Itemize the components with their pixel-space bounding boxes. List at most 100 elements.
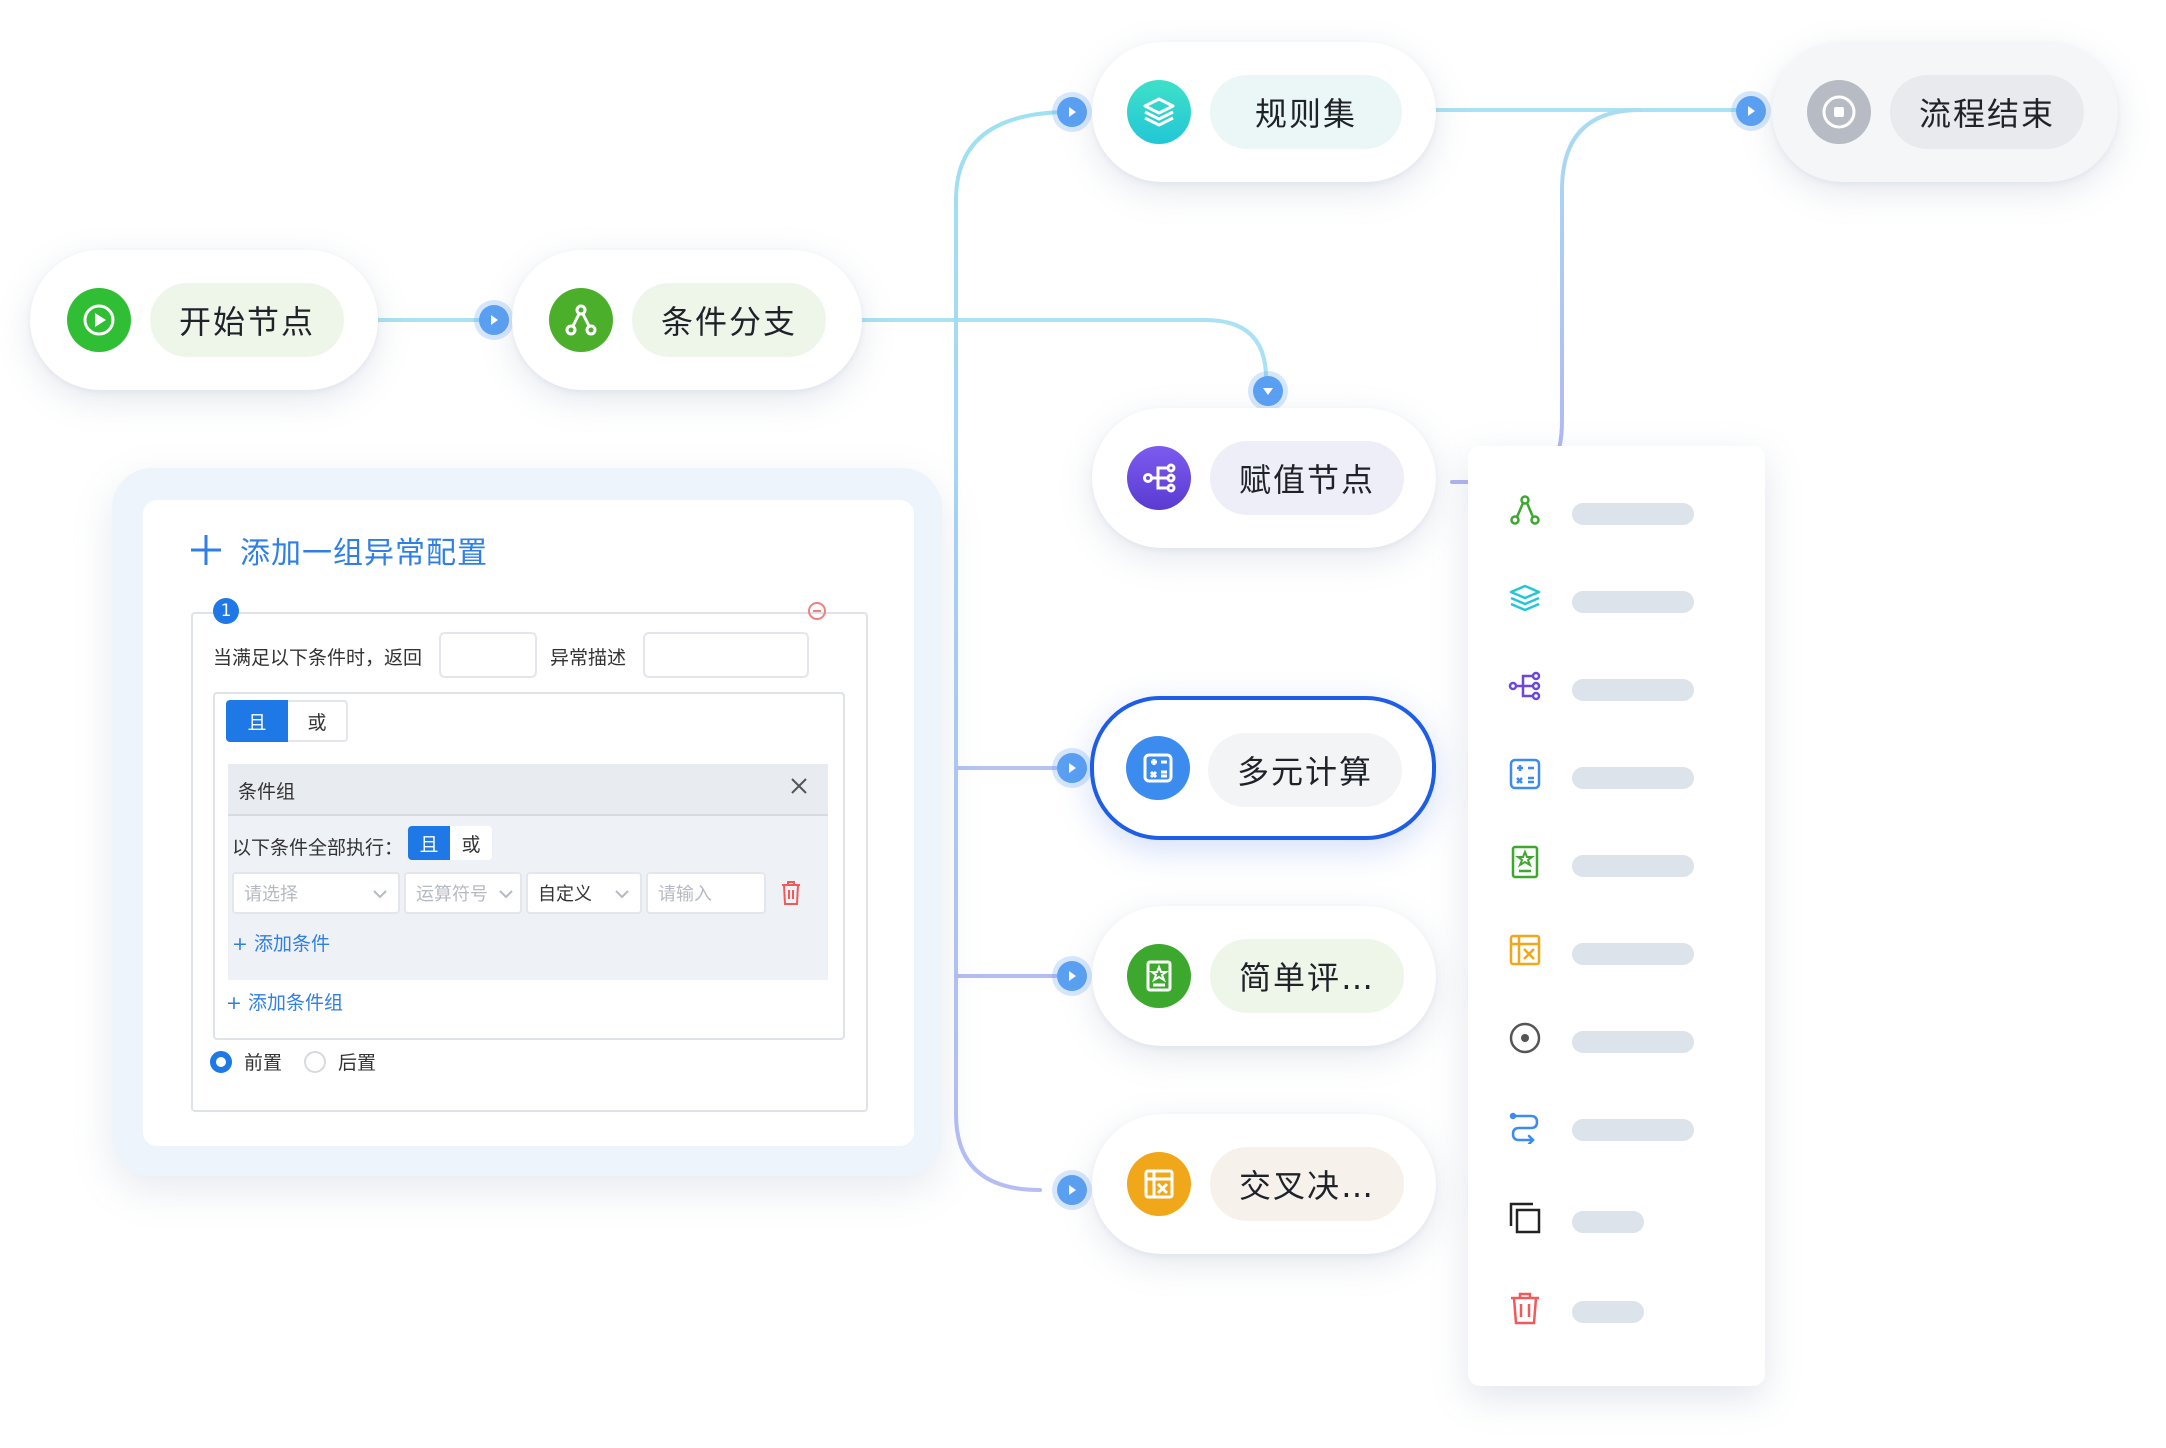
menu-item-placeholder — [1572, 503, 1694, 525]
menu-item-placeholder — [1572, 855, 1694, 877]
node-label: 交叉决… — [1210, 1147, 1404, 1221]
before-label: 前置 — [244, 1052, 283, 1074]
menu-item-placeholder — [1572, 591, 1694, 613]
radio-checked-icon — [210, 1050, 232, 1073]
node-label: 多元计算 — [1208, 733, 1402, 807]
trash-icon[interactable] — [780, 880, 802, 906]
group-index-badge: 1 — [213, 598, 239, 624]
field-select[interactable]: 请选择 — [232, 872, 400, 914]
route-icon — [1505, 1106, 1545, 1146]
stop-icon — [1505, 1018, 1545, 1058]
or-toggle[interactable]: 或 — [288, 700, 348, 742]
exception-desc-label: 异常描述 — [550, 647, 627, 669]
add-condition-group-button[interactable]: + 添加条件组 — [226, 988, 343, 1015]
return-value-input[interactable] — [439, 632, 537, 678]
node-label: 规则集 — [1210, 75, 1402, 149]
operator-select-placeholder: 运算符号 — [416, 884, 488, 905]
value-input[interactable]: 请输入 — [646, 872, 766, 914]
node-label: 简单评… — [1210, 939, 1404, 1013]
node-start[interactable]: 开始节点 — [30, 250, 378, 390]
branch-icon — [1505, 490, 1545, 530]
assign-icon — [1505, 666, 1545, 706]
inner-and-toggle[interactable]: 且 — [408, 826, 450, 860]
group-index: 1 — [220, 601, 232, 621]
port-simple-eval-in[interactable] — [1057, 961, 1087, 991]
copy-icon — [1505, 1198, 1545, 1238]
wire-branch-assign — [860, 318, 1268, 380]
add-condition-button[interactable]: + 添加条件 — [232, 929, 330, 956]
chevron-down-icon — [499, 890, 513, 899]
menu-item-multicalc[interactable] — [1505, 754, 1705, 794]
remove-group-icon[interactable] — [806, 600, 828, 622]
play-icon — [67, 288, 131, 352]
scorecard-icon — [1505, 842, 1545, 882]
menu-item-placeholder — [1572, 1301, 1644, 1323]
port-assign-in[interactable] — [1253, 376, 1283, 406]
cross-decision-icon — [1127, 1152, 1191, 1216]
assign-icon — [1127, 446, 1191, 510]
menu-item-cross-decision[interactable] — [1505, 930, 1705, 970]
cross-decision-icon — [1505, 930, 1545, 970]
layers-icon — [1127, 80, 1191, 144]
add-condition-group-label: 添加条件组 — [247, 992, 343, 1014]
calculator-icon — [1126, 736, 1190, 800]
chevron-down-icon — [615, 890, 629, 899]
layers-icon — [1505, 578, 1545, 618]
menu-item-delete[interactable] — [1505, 1288, 1705, 1328]
trash-icon — [1505, 1288, 1545, 1328]
close-icon[interactable] — [787, 774, 811, 798]
port-ruleset-in[interactable] — [1057, 97, 1087, 127]
position-before-radio[interactable]: 前置 — [210, 1048, 282, 1075]
menu-item-route[interactable] — [1505, 1106, 1705, 1146]
field-select-placeholder: 请选择 — [244, 884, 298, 905]
menu-item-simple-eval[interactable] — [1505, 842, 1705, 882]
node-label: 条件分支 — [632, 283, 826, 357]
menu-item-placeholder — [1572, 1119, 1694, 1141]
inner-and-label: 且 — [419, 833, 439, 856]
port-end-in[interactable] — [1736, 96, 1766, 126]
add-group-label: 添加一组异常配置 — [240, 536, 488, 571]
and-toggle[interactable]: 且 — [226, 700, 288, 742]
inner-or-label: 或 — [461, 833, 481, 856]
node-label: 开始节点 — [150, 283, 344, 357]
menu-item-branch[interactable] — [1505, 490, 1705, 530]
node-branch[interactable]: 条件分支 — [512, 250, 862, 390]
after-label: 后置 — [338, 1052, 377, 1074]
value-type-value: 自定义 — [538, 884, 592, 905]
node-assign[interactable]: 赋值节点 — [1092, 408, 1436, 548]
node-multicalc[interactable]: 多元计算 — [1090, 696, 1436, 840]
menu-item-placeholder — [1572, 1211, 1644, 1233]
plus-icon: + — [226, 992, 248, 1014]
menu-item-placeholder — [1572, 1031, 1694, 1053]
port-multicalc-in[interactable] — [1057, 753, 1087, 783]
node-cross-decision[interactable]: 交叉决… — [1092, 1114, 1436, 1254]
plus-icon: + — [232, 933, 254, 955]
scorecard-icon — [1127, 944, 1191, 1008]
exception-desc-input[interactable] — [643, 632, 809, 678]
condition-group-header — [228, 764, 828, 816]
calculator-icon — [1505, 754, 1545, 794]
position-after-radio[interactable]: 后置 — [304, 1048, 376, 1075]
add-exception-group-button[interactable]: 添加一组异常配置 — [188, 528, 488, 572]
node-end[interactable]: 流程结束 — [1772, 42, 2118, 182]
node-label: 流程结束 — [1890, 75, 2084, 149]
menu-item-ruleset[interactable] — [1505, 578, 1705, 618]
menu-item-copy[interactable] — [1505, 1198, 1705, 1238]
port-branch-in[interactable] — [479, 305, 509, 335]
operator-select[interactable]: 运算符号 — [404, 872, 522, 914]
stop-icon — [1807, 80, 1871, 144]
port-cross-decision-in[interactable] — [1057, 1175, 1087, 1205]
menu-item-assign[interactable] — [1505, 666, 1705, 706]
value-type-select[interactable]: 自定义 — [526, 872, 642, 914]
add-condition-label: 添加条件 — [253, 933, 330, 955]
inner-or-toggle[interactable]: 或 — [450, 826, 492, 860]
wire-assign-end — [1450, 108, 1642, 484]
value-input-placeholder: 请输入 — [658, 884, 712, 905]
branch-icon — [549, 288, 613, 352]
node-simple-eval[interactable]: 简单评… — [1092, 906, 1436, 1046]
condition-group-title: 条件组 — [238, 781, 296, 803]
menu-item-placeholder — [1572, 767, 1694, 789]
chevron-down-icon — [373, 890, 387, 899]
node-ruleset[interactable]: 规则集 — [1092, 42, 1436, 182]
menu-item-end[interactable] — [1505, 1018, 1705, 1058]
